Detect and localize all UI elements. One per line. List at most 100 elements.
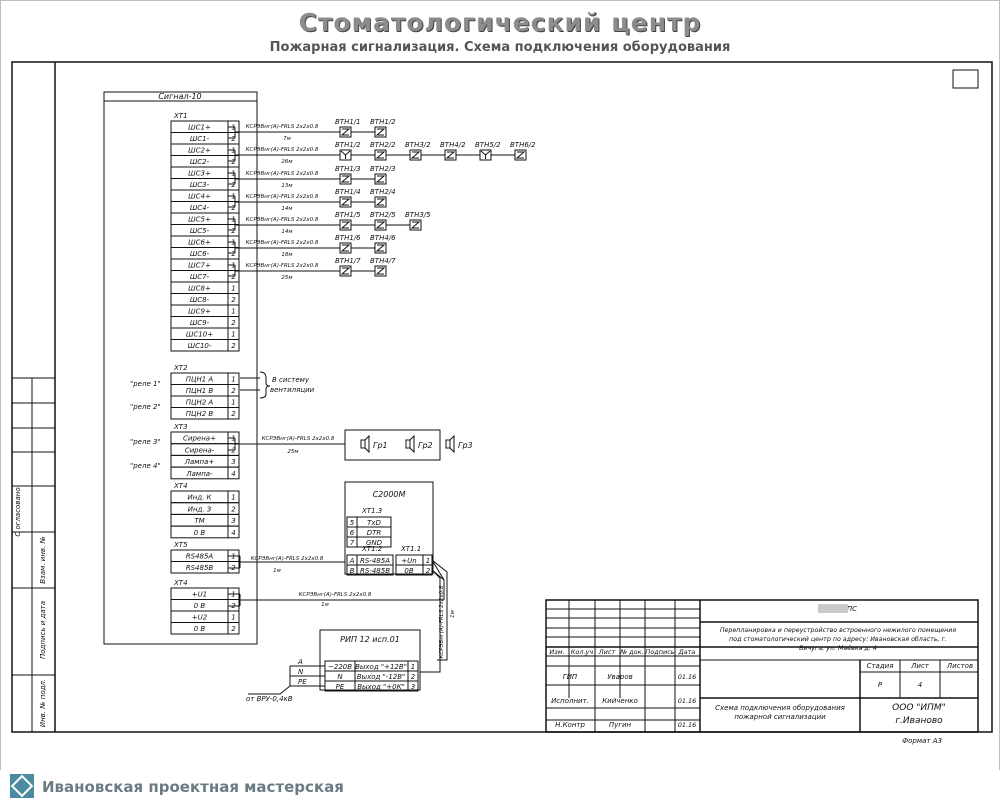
rip-output-label: Выход "+0К" [357,683,405,691]
stamp-code: ПС [847,605,857,613]
loop-3-cable: КСРЭВнг(А)-FRLS 2х2х0.8 [246,171,319,177]
loop-6-length: 18м [281,252,292,258]
xt1-terminal-signal: ШС2- [190,158,210,166]
xt3-terminal-pin: 1 [231,435,235,443]
loop-3-detector-label: ВТН2/3 [370,165,396,173]
loop-2-detector-symbol [480,150,491,159]
xt3-terminal-signal: Сирена- [185,446,215,454]
xt4-terminal-pin: 1 [231,494,235,502]
xt1-terminal-pin: 1 [231,285,235,293]
rip-output-label: Выход "+12В" [355,663,407,671]
rip-panel [319,629,421,691]
relay-label: "реле 3" [130,438,161,446]
loop-7-detector-label: ВТН1/7 [335,257,361,265]
footer-brand: Ивановская проектная мастерская [42,778,344,796]
loop-5-length: 14м [281,229,292,235]
xt4b-terminal-signal: 0 В [194,602,206,610]
rip-output-pin-label: 2 [411,673,416,681]
c2000m-signal: GND [366,539,383,547]
mains-phase-label: N [298,668,304,676]
c2000m-pin: 1 [426,557,430,565]
xt4-terminal-signal: ТМ [194,517,204,525]
stamp-col-header: Лист [598,648,616,656]
rs485-length: 1м [273,568,281,574]
siren-icon [449,434,455,454]
xt1-terminal-signal: ШС1- [190,135,210,143]
stamp-col-header: Кол.уч [571,648,594,656]
loop-5-detector-label: ВТН2/5 [370,211,396,219]
loop-4-detector-symbol [375,198,386,206]
xt4-terminal-signal: Инд. З [188,505,212,513]
xt3-terminal-pin: 4 [231,470,235,478]
relay-label: "реле 1" [130,380,161,388]
xt4b-terminal-num [227,622,240,635]
vertical-length: 1м [450,610,456,618]
loop-2-detector-label: ВТН5/2 [475,141,501,149]
stamp-name: Кийченко [602,697,638,705]
stamp-name: Уваров [607,673,633,681]
xt1-terminal-signal: ШС4- [190,204,210,212]
loop-2-detector-symbol [340,150,351,159]
xt2-terminal-num [227,407,240,420]
rip-output-pin-label: 3 [411,683,415,691]
xt1-terminal-pin: 2 [231,250,236,258]
corner-box [952,69,979,89]
xt4b-terminal-signal: 0 В [194,625,206,633]
siren-label: Гр1 [373,441,388,450]
siren-label: Гр3 [458,441,473,450]
stamp-date: 01.16 [678,721,697,729]
loop-2-cable: КСРЭВнг(А)-FRLS 2х2х0.8 [246,147,319,153]
stamp-company: ООО "ИПМ" [892,703,946,713]
xt1-terminal-signal: ШС1+ [188,124,211,132]
loop-5-detector-symbol [375,221,386,229]
rip-input-label: PE [336,683,345,691]
stamp-col-header: № док. [619,648,643,656]
loop-1-length: 7м [283,136,291,142]
power-cable: КСРЭВнг(А)-FRLS 2х2х0.8 [299,592,372,598]
signal10-panel [103,91,258,645]
xt2-terminal-signal: ПЦН1 В [186,387,214,395]
c2000m-panel [344,481,434,575]
xt5-terminal-signal: RS485B [186,564,214,572]
stamp-role: Исполнит. [551,697,589,705]
siren-length: 25м [287,449,298,455]
stamp-project: Вичуга, ул. Маёвка д. 4 [799,644,877,652]
xt1-terminal-signal: ШС6- [190,250,210,258]
stamp-name: Пугин [609,721,632,729]
c2000m-signal: RS-485B [360,567,390,575]
loop-2-detector-symbol [375,151,386,159]
rip-output-pin-label: 1 [411,663,415,671]
xt4-terminal-signal: Инд. К [187,494,212,502]
stamp-col-header: Изм. [549,648,564,656]
xt3-terminal-pin: 3 [231,458,235,466]
relay-label: "реле 4" [130,462,161,470]
loop-3-detector-label: ВТН1/3 [335,165,361,173]
loop-2-detector-label: ВТН1/2 [335,141,361,149]
mains-phase-label: А [297,658,303,666]
page-title: Стоматологический центр [298,8,702,37]
xt5-terminal-signal: RS485A [186,553,214,561]
loop-1-cable: КСРЭВнг(А)-FRLS 2х2х0.8 [246,124,319,130]
c2000m-cell [356,536,392,548]
stamp-stage-header: Стадия [867,662,894,670]
loop-2-detector-symbol [410,151,421,159]
loop-1-detector-label: ВТН1/1 [335,118,361,126]
stamp-code-redaction [818,604,848,613]
stamp-role: Н.Контр [555,721,585,729]
xt1-terminal-pin: 2 [231,342,236,350]
siren-cable: КСРЭВнг(А)-FRLS 2х2х0.8 [262,436,335,442]
siren-icon [445,439,451,449]
xt1-terminal-signal: ШС8- [190,296,210,304]
xt1-terminal-signal: ШС7+ [188,262,211,270]
stamp-project: под стоматологический центр по адресу: И… [729,635,947,643]
c2000m-signal: +Un [401,557,416,565]
vertical-power-wire [431,559,448,661]
c2000m-xt13-label: ХТ1.3 [361,507,382,515]
xt1-terminal-signal: ШС3+ [188,170,211,178]
side-label-agreed: С огласовано [14,487,22,536]
xt4b-terminal-signal: +U1 [192,591,207,599]
vertical-power-wire [420,569,441,673]
stamp-col-header: Дата [678,648,696,656]
xt1-terminal-pin: 1 [231,331,235,339]
